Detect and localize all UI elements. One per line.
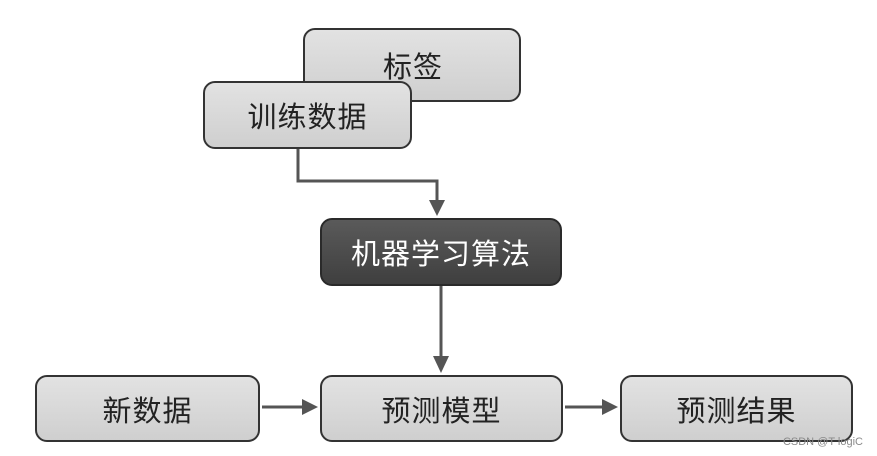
prediction-model-node-text: 预测模型 — [381, 393, 502, 428]
prediction-model-node: 预测模型 — [320, 375, 563, 442]
arrowhead-algorithm-to-model — [433, 356, 449, 373]
arrowhead-model-to-result — [602, 399, 618, 415]
training-data-node-text: 训练数据 — [247, 100, 368, 134]
arrowhead-training-to-algorithm — [429, 200, 445, 216]
prediction-result-node: 预测结果 — [620, 375, 853, 442]
prediction-result-node-text: 预测结果 — [676, 393, 797, 428]
arrowhead-newdata-to-model — [302, 399, 318, 415]
arrow-training-to-algorithm — [296, 149, 439, 202]
ml-algorithm-node-text: 机器学习算法 — [350, 237, 531, 271]
ml-algorithm-node: 机器学习算法 — [320, 218, 562, 286]
new-data-node-text: 新数据 — [102, 393, 193, 428]
training-data-node: 训练数据 — [203, 81, 412, 149]
label-node-text: 标签 — [383, 50, 444, 84]
watermark: CSDN @T logiC — [782, 436, 863, 448]
new-data-node: 新数据 — [35, 375, 260, 442]
